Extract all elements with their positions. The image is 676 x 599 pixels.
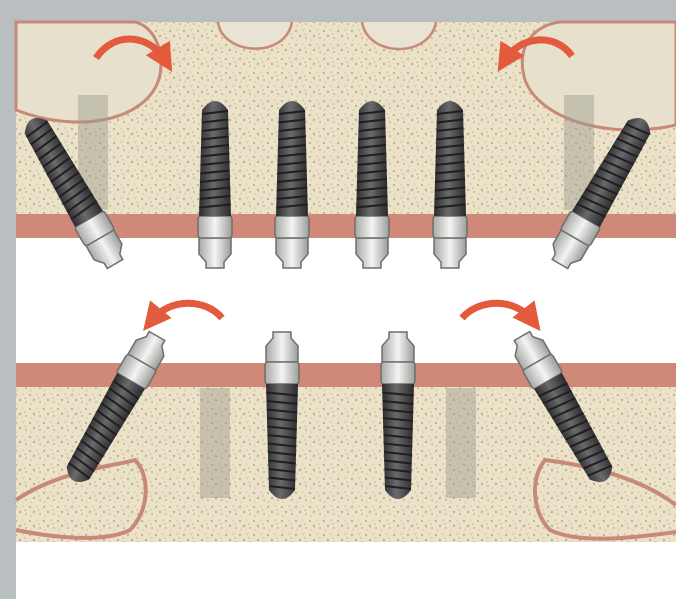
lower-shadow-right [446, 388, 476, 498]
lower-implant-anterior-left [265, 332, 299, 499]
upper-implant-anterior-right-1 [355, 101, 389, 268]
implant-collar [198, 216, 232, 238]
lower-implant-anterior-right [381, 332, 415, 499]
implant-collar [275, 216, 309, 238]
implant-collar [355, 216, 389, 238]
implant-collar [265, 362, 299, 384]
lower-shadow-left [200, 388, 230, 498]
implant-collar [433, 216, 467, 238]
upper-implant-anterior-right-2 [433, 101, 467, 268]
upper-implant-anterior-left-2 [198, 101, 232, 268]
upper-implant-anterior-left-1 [275, 101, 309, 268]
implant-collar [381, 362, 415, 384]
